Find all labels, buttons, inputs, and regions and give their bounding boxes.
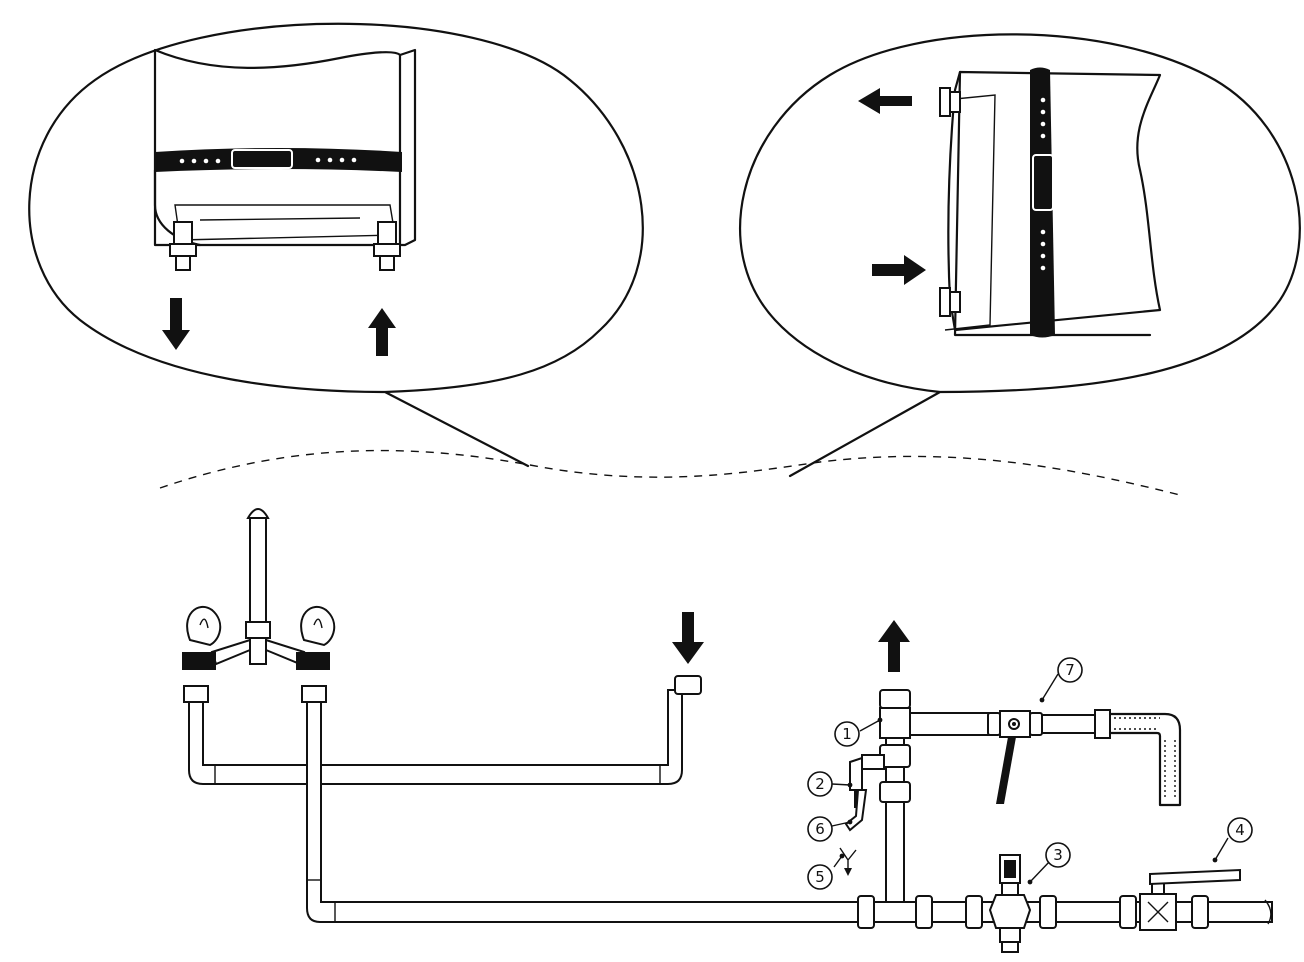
hot-out-arrow-left (858, 88, 912, 114)
svg-text:1: 1 (842, 725, 852, 743)
callout-1: 1 (834, 721, 860, 747)
display-window (1032, 154, 1054, 211)
vertical-heater (153, 48, 417, 271)
hot-water-pipe (188, 612, 704, 785)
cold-water-pipe (306, 701, 1273, 929)
svg-text:2: 2 (815, 775, 825, 793)
right-connector (377, 221, 397, 245)
flow-arrow-up (878, 620, 910, 672)
inlet-assembly (839, 620, 1182, 903)
pressure-reducer (988, 854, 1032, 953)
callout-6: 6 (807, 816, 833, 842)
callout-7: 7 (1057, 657, 1083, 683)
svg-text:4: 4 (1235, 821, 1245, 839)
svg-text:6: 6 (815, 820, 825, 838)
svg-text:5: 5 (815, 868, 825, 886)
cold-in-arrow-right (872, 255, 926, 285)
hot-inlet-nut (674, 675, 702, 695)
cold-in-arrow-up (368, 308, 396, 356)
cold-inlet-nut (879, 689, 911, 709)
svg-text:7: 7 (1065, 661, 1075, 679)
mixer-tap (182, 508, 336, 703)
display-window (231, 149, 293, 169)
flow-arrow-down (672, 612, 704, 664)
svg-text:3: 3 (1053, 846, 1063, 864)
hot-out-arrow-down (162, 298, 190, 350)
callout-3: 3 (1045, 842, 1071, 868)
wall-line (159, 449, 1181, 496)
right-bubble (738, 33, 1301, 478)
callout-4: 4 (1227, 817, 1253, 843)
left-connector (173, 221, 193, 245)
callout-2: 2 (807, 771, 833, 797)
left-bubble (28, 22, 644, 468)
horizontal-heater (939, 67, 1162, 338)
callout-leaders (831, 673, 1229, 885)
tee-fitting (879, 707, 911, 739)
callout-5: 5 (807, 864, 833, 890)
main-stop-valve (1139, 868, 1241, 931)
